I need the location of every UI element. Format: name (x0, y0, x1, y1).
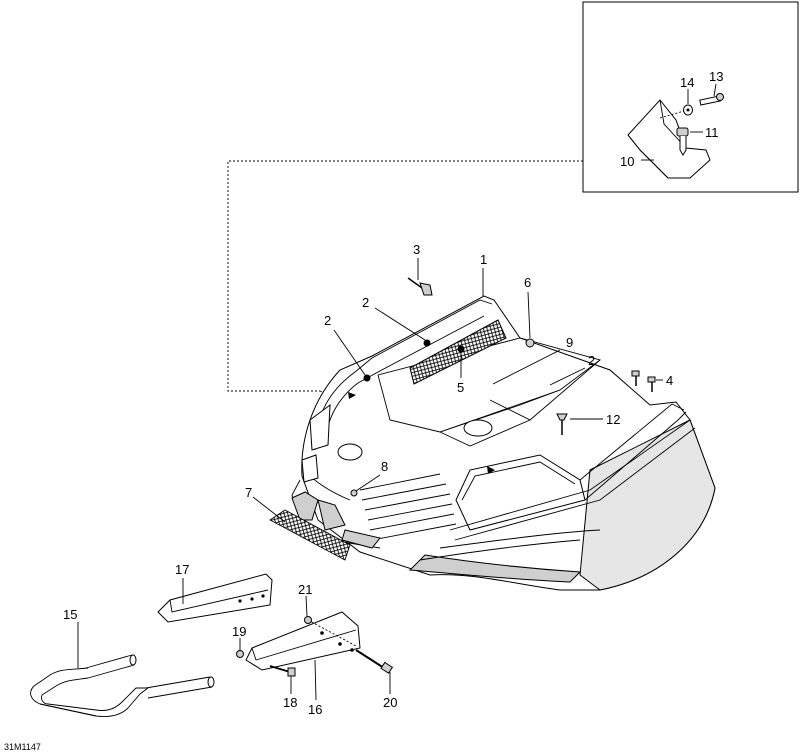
callout-18: 18 (283, 695, 297, 710)
callout-13: 13 (709, 69, 723, 84)
fastener-part-8 (350, 489, 358, 497)
callout-19: 19 (232, 624, 246, 639)
mesh-screen (409, 319, 507, 385)
handle-part-15 (30, 654, 215, 717)
callout-7: 7 (245, 485, 252, 500)
front-mesh-part-7 (269, 509, 351, 561)
direction-arrows (348, 392, 495, 474)
callout-17: 17 (175, 562, 189, 577)
inset-washer-14 (659, 104, 693, 119)
callout-3: 3 (413, 242, 420, 257)
callout-11: 11 (705, 125, 719, 140)
callout-21: 21 (298, 582, 312, 597)
drawing-code: 31M1147 (4, 742, 41, 752)
callout-2: 2 (324, 313, 331, 328)
callout-2: 2 (362, 295, 369, 310)
leader-lines (77, 83, 717, 701)
callout-6: 6 (524, 275, 531, 290)
callout-5: 5 (457, 380, 464, 395)
nut-part-19 (236, 650, 244, 658)
bolt-part-20 (355, 649, 394, 674)
callout-10: 10 (620, 154, 634, 169)
adhesive-dots (363, 339, 465, 382)
bracket-part-17 (157, 573, 273, 623)
nut-part-21 (304, 616, 312, 624)
rivet-part-12 (556, 413, 568, 435)
callout-16: 16 (308, 702, 322, 717)
callout-9: 9 (566, 335, 573, 350)
callout-4: 4 (666, 373, 673, 388)
callout-2: 2 (588, 353, 595, 368)
bracket-part-16 (245, 611, 361, 671)
rivet-part-3 (407, 277, 433, 296)
inset-screw-13 (699, 93, 724, 106)
callout-8: 8 (381, 459, 388, 474)
callout-15: 15 (63, 607, 77, 622)
inset-bracket-part-10 (627, 99, 711, 179)
callout-labels: 1 2 2 2 3 4 5 6 7 8 9 10 11 12 13 14 15 … (63, 69, 723, 717)
nut-part-6 (525, 338, 535, 348)
callout-20: 20 (383, 695, 397, 710)
belly-pan-part-1 (291, 295, 716, 591)
callout-12: 12 (606, 412, 620, 427)
screws-part-4 (631, 370, 656, 392)
bolt-part-18 (269, 665, 296, 677)
callout-1: 1 (480, 252, 487, 267)
callout-14: 14 (680, 75, 694, 90)
inset-screw-11 (676, 127, 689, 156)
